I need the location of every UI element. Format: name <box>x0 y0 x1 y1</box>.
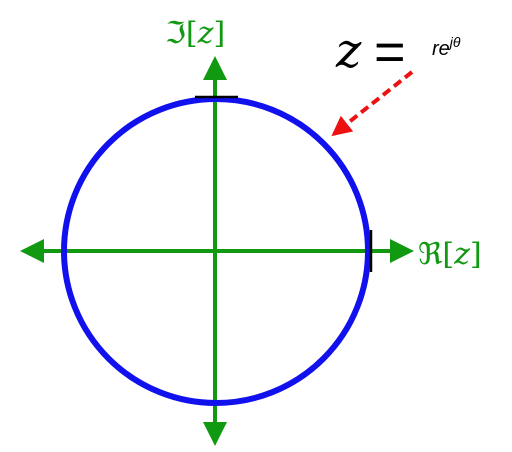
real-prefix: ℜ <box>418 237 443 272</box>
imaginary-open-bracket: [ <box>186 16 198 51</box>
unit-circle <box>61 96 371 406</box>
imaginary-prefix: ℑ <box>165 16 186 51</box>
imaginary-close-bracket: ] <box>213 16 225 51</box>
real-open-bracket: [ <box>442 237 454 272</box>
imaginary-variable: z <box>197 16 214 51</box>
real-variable: z <box>453 237 470 272</box>
equation-rhs: rejθ <box>432 34 461 60</box>
real-close-bracket: ] <box>470 237 482 272</box>
pointer-arrow <box>331 70 414 137</box>
equation-lhs: z <box>335 23 362 79</box>
equation-rhs-base: re <box>432 38 450 60</box>
imaginary-axis-label: ℑ[z] <box>165 16 225 51</box>
real-axis-label: ℜ[z] <box>418 237 482 272</box>
equation-rhs-exponent: jθ <box>448 34 461 50</box>
equation-equals: = <box>374 22 406 82</box>
